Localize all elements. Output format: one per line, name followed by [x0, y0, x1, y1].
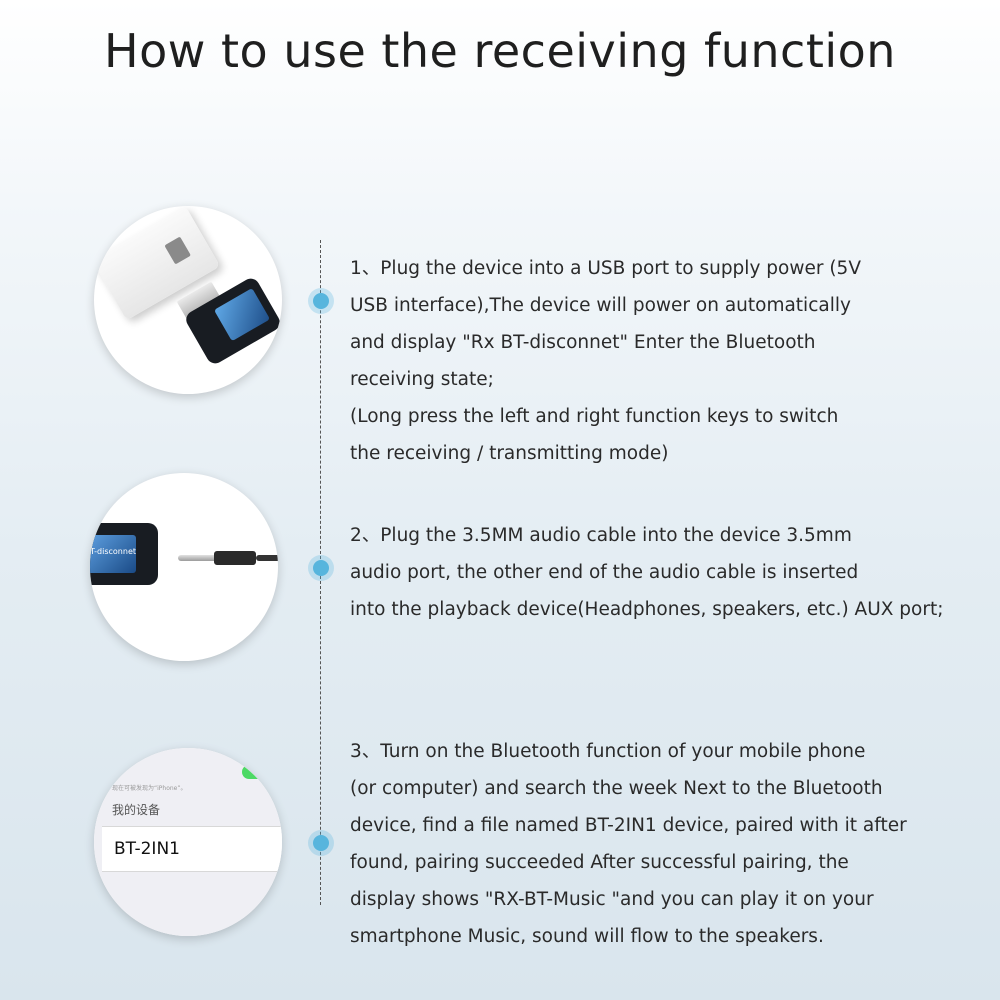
step-1-text: 1、Plug the device into a USB port to sup…	[350, 250, 970, 472]
step-3-line: smartphone Music, sound will flow to the…	[350, 926, 824, 947]
dongle-screen: T-disconnet	[90, 535, 136, 573]
step-2-line: audio port, the other end of the audio c…	[350, 562, 859, 583]
phone-my-devices-header: 我的设备	[112, 803, 161, 817]
page-title: How to use the receiving function	[104, 24, 896, 78]
step-2-line: 2、Plug the 3.5MM audio cable into the de…	[350, 525, 852, 546]
step-1-line: USB interface),The device will power on …	[350, 295, 851, 316]
step-2-text: 2、Plug the 3.5MM audio cable into the de…	[350, 517, 970, 628]
step-1-line: 1、Plug the device into a USB port to sup…	[350, 258, 861, 279]
phone-bluetooth-screen: 现在可被发现为“iPhone”。 我的设备 BT-2IN1	[94, 748, 282, 936]
phone-discoverable-text: 现在可被发现为“iPhone”。	[112, 785, 187, 792]
step-1-line: the receiving / transmitting mode)	[350, 443, 669, 464]
bluetooth-toggle-icon	[242, 765, 264, 779]
step-1-line: and display "Rx BT-disconnet" Enter the …	[350, 332, 816, 353]
step-1-line: (Long press the left and right function …	[350, 406, 839, 427]
step-2-line: into the playback device(Headphones, spe…	[350, 599, 944, 620]
dongle-screen	[213, 288, 271, 342]
step-3-line: display shows "RX-BT-Music "and you can …	[350, 889, 874, 910]
step-3-text: 3、Turn on the Bluetooth function of your…	[350, 733, 970, 955]
step-3-dot	[313, 835, 329, 851]
audio-cable-icon	[256, 555, 278, 561]
phone-device-row: BT-2IN1	[102, 826, 282, 872]
bluetooth-dongle: T-disconnet	[90, 523, 158, 585]
audio-jack-icon	[214, 551, 256, 565]
usb-port-icon	[164, 236, 191, 265]
step-1-line: receiving state;	[350, 369, 494, 390]
step-2-illustration: T-disconnet	[90, 473, 278, 661]
step-3-line: (or computer) and search the week Next t…	[350, 778, 883, 799]
step-2-dot	[313, 560, 329, 576]
step-3-illustration: 现在可被发现为“iPhone”。 我的设备 BT-2IN1	[94, 748, 282, 936]
step-1-illustration	[94, 206, 282, 394]
step-3-line: 3、Turn on the Bluetooth function of your…	[350, 741, 866, 762]
step-3-line: device, find a file named BT-2IN1 device…	[350, 815, 907, 836]
audio-jack-tip-icon	[178, 555, 214, 561]
dongle-screen-text: T-disconnet	[90, 547, 136, 556]
step-1-dot	[313, 293, 329, 309]
step-3-line: found, pairing succeeded After successfu…	[350, 852, 849, 873]
phone-device-name: BT-2IN1	[114, 839, 180, 859]
